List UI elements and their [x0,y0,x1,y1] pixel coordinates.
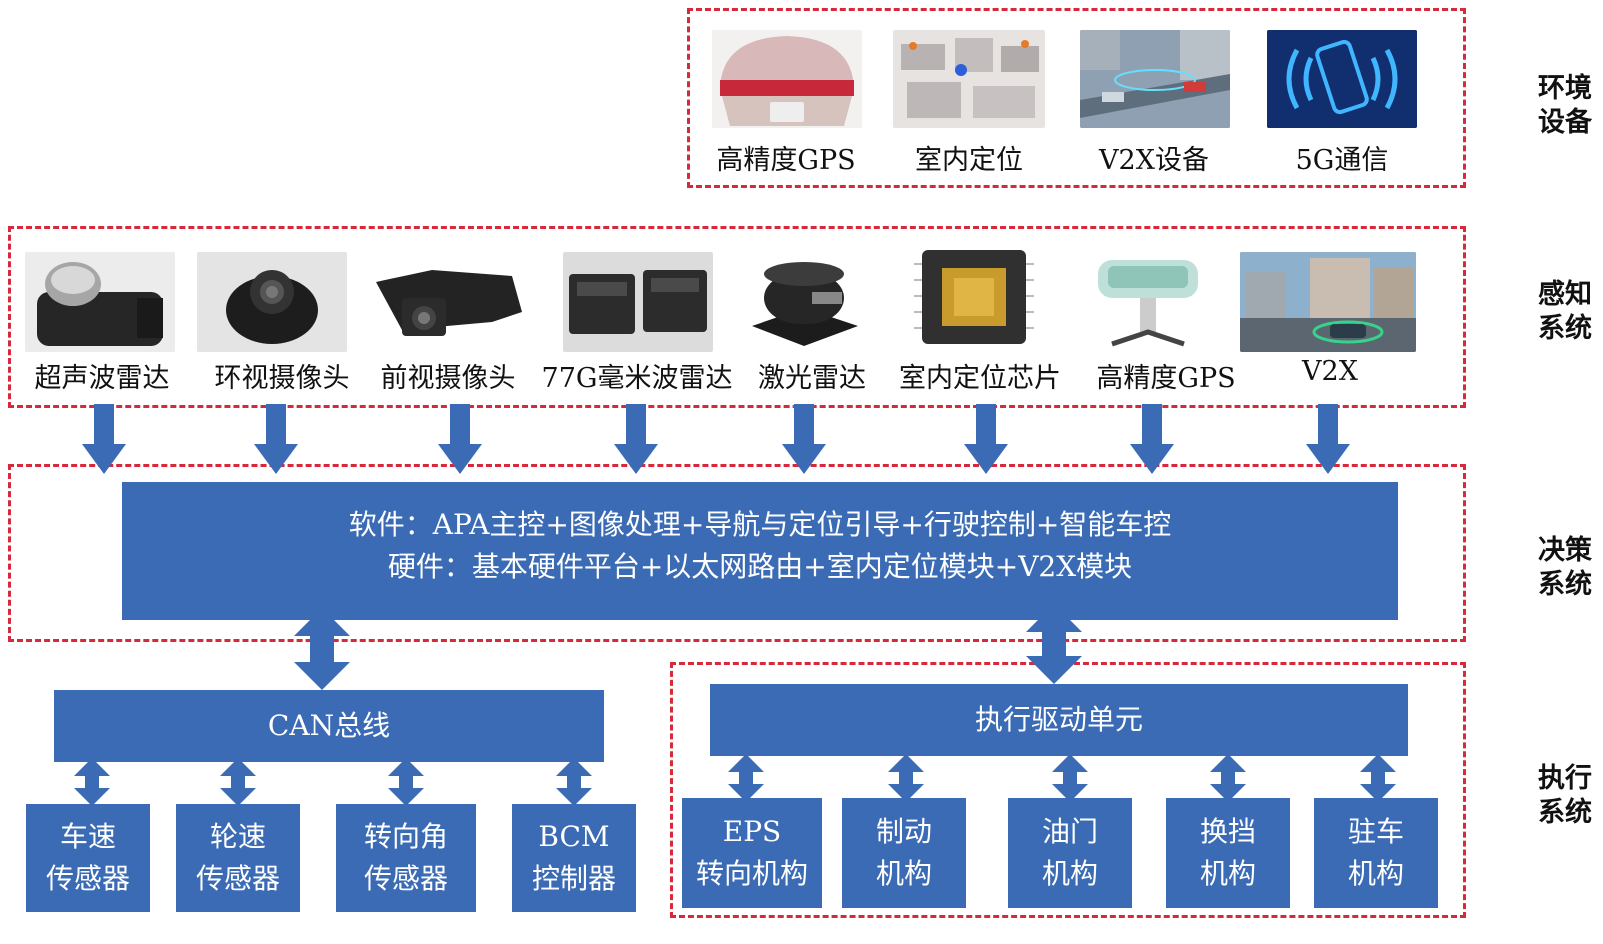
drive-unit-bar: 执行驱动单元 [710,684,1408,756]
gps-module-image [1092,248,1204,352]
ultrasonic-sensor-image [25,252,175,352]
sensor-caption-surround-camera: 环视摄像头 [214,363,350,394]
down-arrow-8 [1306,404,1350,474]
down-arrow-2 [254,404,298,474]
down-arrow-4 [614,404,658,474]
can-link-arrow-1 [74,758,110,806]
env-devices-group [687,8,1466,188]
actuator-parking: 驻车机构 [1314,798,1438,908]
down-arrow-3 [438,404,482,474]
sensor-caption-chip: 室内定位芯片 [899,363,1061,394]
surround-camera-image [197,252,347,352]
can-item-steering-angle: 转向角传感器 [336,804,476,912]
env-caption-5g: 5G通信 [1295,145,1389,176]
down-arrow-5 [782,404,826,474]
sensor-caption-ultrasonic: 超声波雷达 [34,363,170,394]
decision-drive-double-arrow [1026,604,1082,684]
decision-box: 软件：APA主控+图像处理+导航与定位引导+行驶控制+智能车控 硬件：基本硬件平… [122,482,1398,620]
perception-group [8,226,1466,408]
sensor-caption-mmwave: 77G毫米波雷达 [541,363,733,394]
drive-link-arrow-5 [1360,754,1396,802]
can-link-arrow-4 [556,758,592,806]
can-item-wheel-speed: 轮速传感器 [176,804,300,912]
env-caption-gps: 高精度GPS [716,145,856,176]
hardware-line: 硬件：基本硬件平台+以太网路由+室内定位模块+V2X模块 [387,550,1133,583]
decision-group [8,464,1466,642]
perception-side-label: 感知系统 [1538,279,1592,344]
v2x-street-image [1080,30,1230,128]
mmwave-radar-image [563,252,713,352]
actuator-brake: 制动机构 [842,798,966,908]
drive-unit-label: 执行驱动单元 [974,703,1143,736]
gps-receiver-image [712,30,862,128]
5g-phone-image [1267,30,1417,128]
execution-side-label: 执行系统 [1538,763,1592,828]
sensor-caption-lidar: 激光雷达 [758,363,866,394]
lidar-image [740,252,868,352]
sensor-caption-gps: 高精度GPS [1096,363,1236,394]
can-link-arrow-3 [388,758,424,806]
indoor-map-image [893,30,1045,128]
down-arrow-1 [82,404,126,474]
drive-link-arrow-2 [888,754,924,802]
drive-link-arrow-4 [1210,754,1246,802]
env-caption-v2x: V2X设备 [1099,145,1209,176]
actuator-throttle: 油门机构 [1008,798,1132,908]
env-caption-indoor: 室内定位 [915,145,1023,176]
software-line: 软件：APA主控+图像处理+导航与定位引导+行驶控制+智能车控 [348,508,1172,541]
can-bus-bar: CAN总线 [54,690,604,762]
env-side-label: 环境设备 [1538,73,1592,138]
actuator-gear: 换挡机构 [1166,798,1290,908]
v2x-city-image [1240,252,1416,352]
drive-link-arrow-3 [1052,754,1088,802]
down-arrow-7 [1130,404,1174,474]
sensor-caption-front-camera: 前视摄像头 [380,363,516,394]
drive-link-arrow-1 [728,754,764,802]
down-arrow-6 [964,404,1008,474]
positioning-chip-image [908,240,1040,352]
front-camera-image [372,252,522,352]
decision-side-label: 决策系统 [1538,535,1592,600]
sensor-caption-v2x: V2X [1302,356,1358,387]
can-link-arrow-2 [220,758,256,806]
decision-can-double-arrow [294,608,350,690]
can-bus-label: CAN总线 [267,709,391,742]
can-item-vehicle-speed: 车速传感器 [26,804,150,912]
